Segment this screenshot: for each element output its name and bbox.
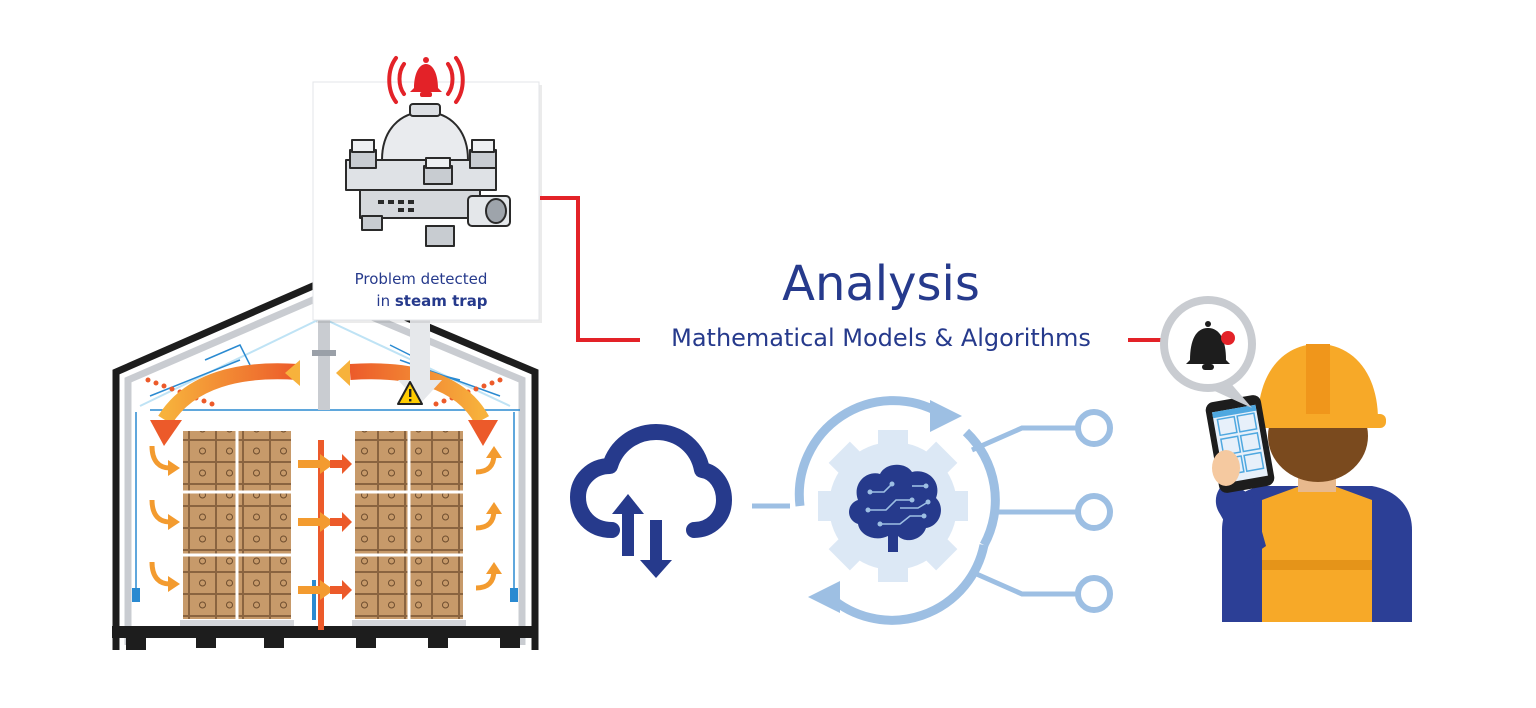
worker-illustration [1205,344,1412,622]
warning-icon [397,381,423,405]
steam-trap-illustration [345,103,511,247]
alarm-bell-icon [387,56,465,104]
analysis-subtitle: Mathematical Models & Algorithms [671,324,1091,352]
alert-connector [540,196,1162,342]
callout-line1: Problem detected [355,270,488,288]
output-branches [970,409,1113,613]
cloud-sync-icon [570,424,732,578]
callout-line2: in steam trap [376,292,487,310]
brain-gear-icon [794,396,1000,625]
warehouse-illustration [112,278,539,650]
notification-bell-icon [1160,296,1256,408]
steam-trap-callout: Problem detected in steam trap [312,81,542,323]
analysis-title: Analysis [782,256,980,312]
